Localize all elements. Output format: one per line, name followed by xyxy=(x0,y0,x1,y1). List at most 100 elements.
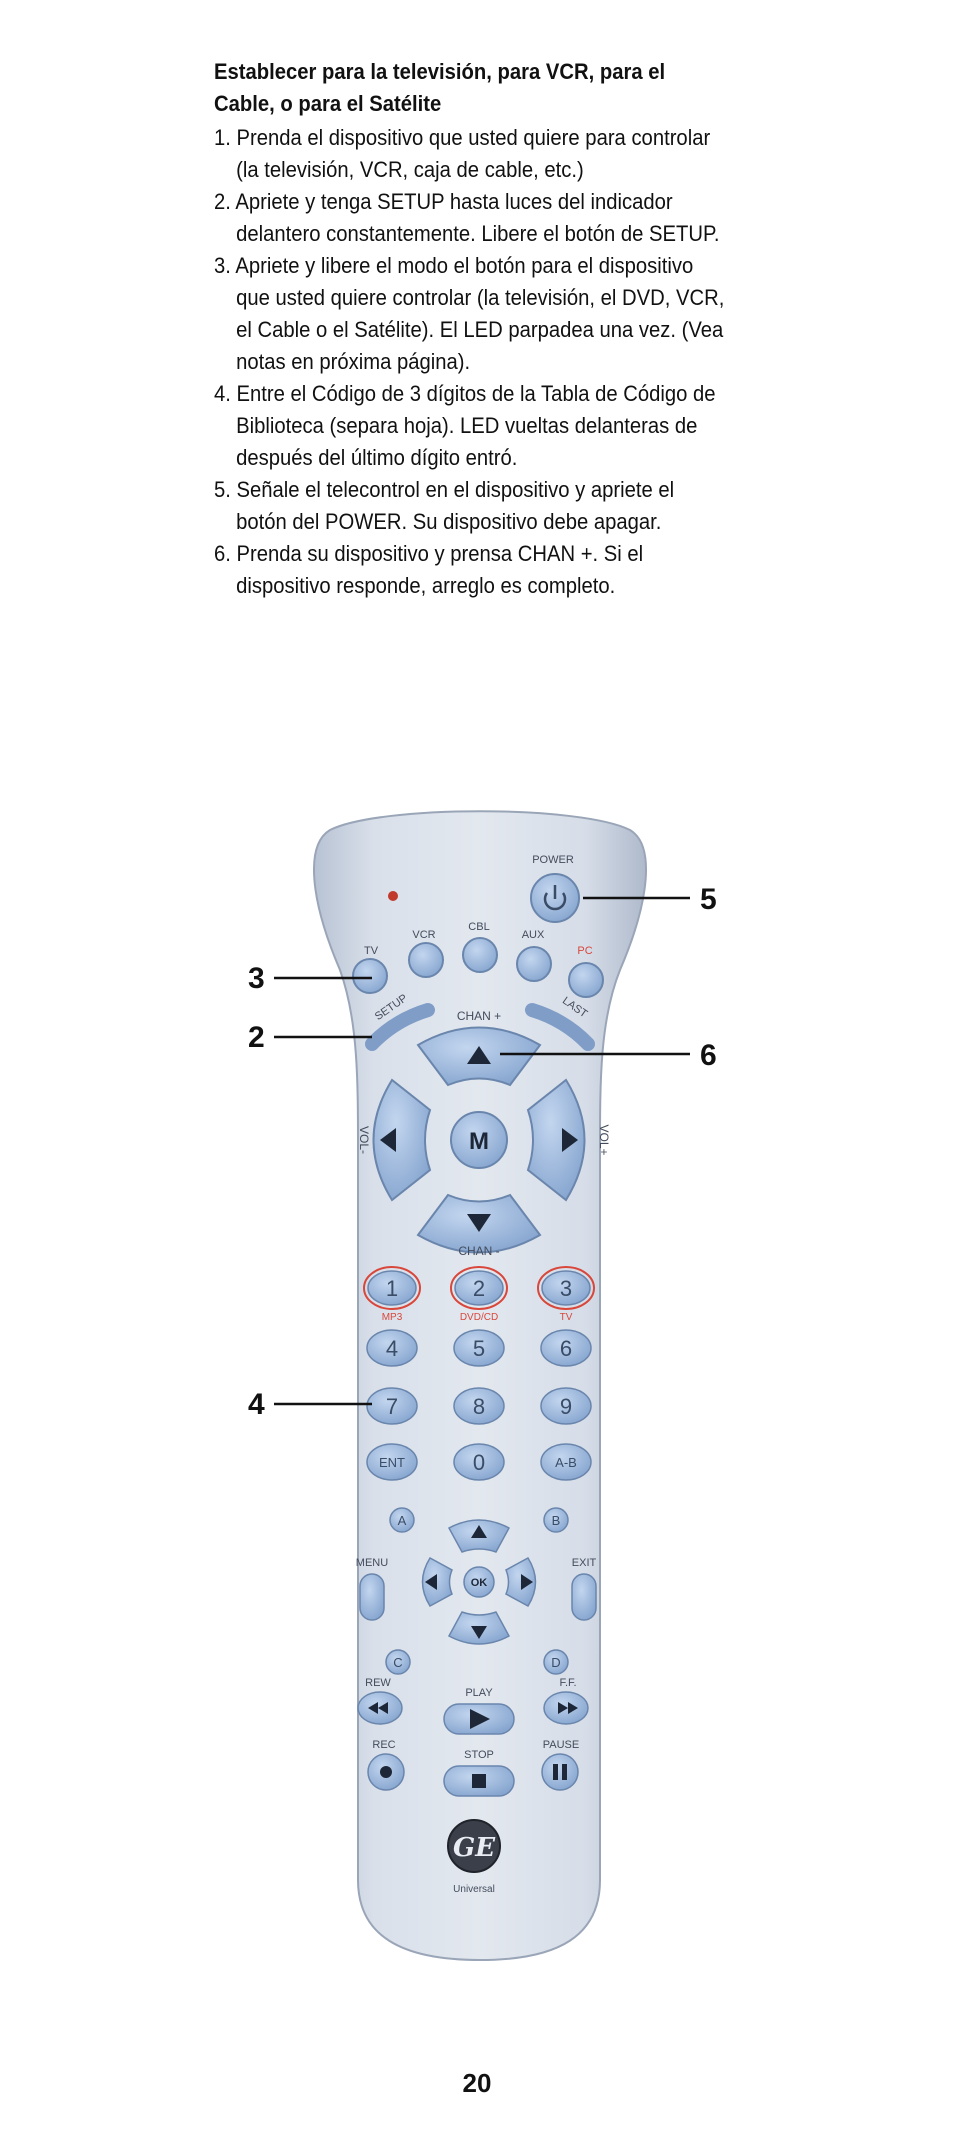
chan-up-label: CHAN + xyxy=(457,1009,501,1023)
b-label: B xyxy=(552,1513,561,1528)
digit-4-label: 4 xyxy=(386,1336,398,1361)
rew-icon xyxy=(368,1702,378,1714)
callout-6: 6 xyxy=(500,1039,717,1072)
d-button[interactable] xyxy=(543,1649,569,1675)
page-number: 20 xyxy=(462,2068,492,2098)
digit-6-label: 6 xyxy=(560,1336,572,1361)
digit-2-button[interactable] xyxy=(454,1270,504,1306)
digit-5-button[interactable] xyxy=(453,1329,505,1367)
power-label: POWER xyxy=(532,854,574,866)
nav-down-arrow-icon xyxy=(471,1626,487,1639)
exit-label: EXIT xyxy=(572,1557,597,1569)
play-icon xyxy=(470,1709,490,1729)
pause-icon-2 xyxy=(562,1764,567,1780)
digit-3-label: 3 xyxy=(560,1276,572,1301)
nav-left-arrow-icon xyxy=(425,1574,437,1590)
vol-down-arrow-icon xyxy=(380,1128,396,1152)
pause-button[interactable] xyxy=(541,1753,579,1791)
play-label: PLAY xyxy=(465,1687,493,1699)
ent-label: ENT xyxy=(379,1455,405,1470)
led-indicator xyxy=(388,891,398,901)
ok-button[interactable] xyxy=(463,1566,495,1598)
d-label: D xyxy=(551,1655,560,1670)
setup-button[interactable] xyxy=(365,1003,435,1051)
menu-button[interactable] xyxy=(359,1573,385,1621)
rec-icon xyxy=(380,1766,392,1778)
digit-row-1: 1 2 3 xyxy=(363,1266,595,1310)
last-button[interactable] xyxy=(525,1003,595,1051)
tv-mini-label: TV xyxy=(560,1312,573,1323)
chan-down-arrow-icon xyxy=(467,1214,491,1232)
digit-9-button[interactable] xyxy=(540,1387,592,1425)
menu-center-button[interactable] xyxy=(450,1111,508,1169)
digit-3-button[interactable] xyxy=(541,1270,591,1306)
step-4: 4. Entre el Código de 3 dígitos de la Ta… xyxy=(214,381,716,470)
digit-7-label: 7 xyxy=(386,1394,398,1419)
digit-0-label: 0 xyxy=(473,1450,485,1475)
aux-mode-label: AUX xyxy=(522,929,545,941)
digit-6-button[interactable] xyxy=(540,1329,592,1367)
rew-icon-2 xyxy=(378,1702,388,1714)
ent-button[interactable] xyxy=(366,1443,418,1481)
instructions: Establecer para la televisión, para VCR,… xyxy=(214,56,729,602)
cbl-mode-label: CBL xyxy=(468,921,489,933)
digit-row-3: 7 8 9 xyxy=(366,1387,592,1425)
vcr-mode-label: VCR xyxy=(412,929,435,941)
ok-label: OK xyxy=(471,1577,488,1589)
chan-up-arrow-icon xyxy=(467,1046,491,1064)
vcr-mode-button[interactable] xyxy=(408,942,444,978)
dvd-label: DVD/CD xyxy=(460,1312,498,1323)
digit-9-label: 9 xyxy=(560,1394,572,1419)
b-button[interactable] xyxy=(543,1507,569,1533)
digit-8-label: 8 xyxy=(473,1394,485,1419)
vol-up-arrow-icon xyxy=(562,1128,578,1152)
menu-center-label: M xyxy=(469,1128,489,1155)
ab-button[interactable] xyxy=(540,1443,592,1481)
a-label: A xyxy=(398,1513,407,1528)
ab-label: A-B xyxy=(555,1455,577,1470)
aux-mode-button[interactable] xyxy=(516,946,552,982)
digit-2-label: 2 xyxy=(473,1276,485,1301)
ff-icon-2 xyxy=(568,1702,578,1714)
steps-list: 1. Prenda el dispositivo que usted quier… xyxy=(214,122,729,602)
ff-label: F.F. xyxy=(559,1677,576,1689)
tv-mode-button[interactable] xyxy=(352,958,388,994)
pause-label: PAUSE xyxy=(543,1739,579,1751)
step-2: 2. Apriete y tenga SETUP hasta luces del… xyxy=(214,189,720,246)
digit-3-ring xyxy=(537,1266,595,1310)
ge-logo-icon xyxy=(447,1819,501,1873)
digit-5-label: 5 xyxy=(473,1336,485,1361)
digit-row-4: ENT 0 A-B xyxy=(366,1443,592,1481)
digit-7-button[interactable] xyxy=(366,1387,418,1425)
pc-mode-button[interactable] xyxy=(568,962,604,998)
callout-6-label: 6 xyxy=(700,1039,717,1072)
digit-1-ring xyxy=(363,1266,421,1310)
digit-8-button[interactable] xyxy=(453,1387,505,1425)
exit-button[interactable] xyxy=(571,1573,597,1621)
digit-4-button[interactable] xyxy=(366,1329,418,1367)
vol-up-button[interactable] xyxy=(526,1078,586,1202)
callout-5: 5 xyxy=(583,883,717,916)
ge-logo-text: GE xyxy=(453,1833,496,1863)
digit-1-label: 1 xyxy=(386,1276,398,1301)
nav-right-button[interactable] xyxy=(505,1557,537,1607)
step-5: 5. Señale el telecontrol en el dispositi… xyxy=(214,477,675,534)
menu-label: MENU xyxy=(356,1557,388,1569)
instructions-heading: Establecer para la televisión, para VCR,… xyxy=(214,59,666,116)
nav-right-arrow-icon xyxy=(521,1574,533,1590)
digit-1-button[interactable] xyxy=(367,1270,417,1306)
callout-3: 3 xyxy=(248,962,372,995)
digit-0-button[interactable] xyxy=(453,1443,505,1481)
chan-down-label: CHAN - xyxy=(458,1244,499,1258)
callout-2-label: 2 xyxy=(248,1021,265,1054)
c-button[interactable] xyxy=(385,1649,411,1675)
vol-down-label: VOL- xyxy=(357,1126,371,1154)
stop-icon xyxy=(472,1774,486,1788)
vol-down-button[interactable] xyxy=(372,1078,432,1202)
c-label: C xyxy=(393,1655,402,1670)
cbl-mode-button[interactable] xyxy=(462,937,498,973)
a-button[interactable] xyxy=(389,1507,415,1533)
stop-label: STOP xyxy=(464,1749,494,1761)
nav-left-button[interactable] xyxy=(421,1557,453,1607)
